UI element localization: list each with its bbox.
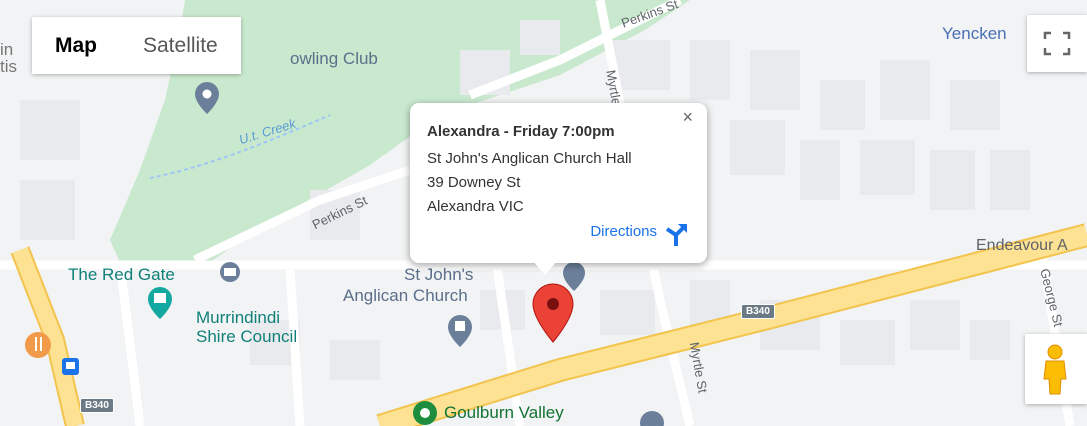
info-window: × Alexandra - Friday 7:00pm St John's An… [410,103,707,263]
info-window-tail [533,261,557,275]
bottom-pin-icon[interactable] [640,411,664,426]
main-road-b340 [377,225,1087,426]
left-road [12,247,83,426]
red-gate-pin-icon[interactable] [220,262,240,282]
directions-arrow-icon[interactable] [663,221,689,247]
street-view-button[interactable] [1025,334,1087,404]
map-type-control: Map Satellite [32,17,241,74]
map-marker-icon[interactable] [532,283,574,343]
close-icon[interactable]: × [682,107,693,127]
st-johns-label: St John's [404,265,474,284]
info-window-line: 39 Downey St [427,174,521,191]
map-type-satellite-button[interactable]: Satellite [120,17,241,74]
fullscreen-button[interactable] [1027,15,1087,72]
murrindindi-label: Murrindindi [196,308,281,327]
bus-stop-icon[interactable] [62,358,79,375]
cut-off-label: in [0,40,14,59]
small-pin-icon[interactable] [563,262,585,291]
goulburn-valley-pin-icon[interactable] [413,401,437,425]
murrindindi-council-pin-icon[interactable] [148,287,172,319]
info-window-line: Alexandra VIC [427,198,524,215]
info-window-line: St John's Anglican Church Hall [427,150,632,167]
map-type-map-button[interactable]: Map [32,17,120,74]
church-pin-icon[interactable] [448,315,472,347]
bowling-club-label: owling Club [290,49,378,68]
st-johns-label-2: Anglican Church [343,286,468,305]
restaurant-pin-icon[interactable] [25,332,51,358]
yencken-label: Yencken [942,24,1007,43]
murrindindi-label-2: Shire Council [196,327,298,346]
info-window-title: Alexandra - Friday 7:00pm [427,123,615,140]
directions-link[interactable]: Directions [590,223,657,240]
route-badge: B340 [741,304,775,319]
bowling-club-pin-icon[interactable] [195,82,219,114]
goulburn-valley-label: Goulburn Valley [444,403,564,422]
creek-line [149,114,331,179]
endeavour-street-label: Endeavour A [976,237,1068,254]
fullscreen-icon [1043,31,1071,56]
street-view-pegman-icon [1043,344,1067,395]
cut-off-label-2: tis [0,57,17,76]
route-badge: B340 [80,398,114,413]
red-gate-label: The Red Gate [68,265,175,284]
